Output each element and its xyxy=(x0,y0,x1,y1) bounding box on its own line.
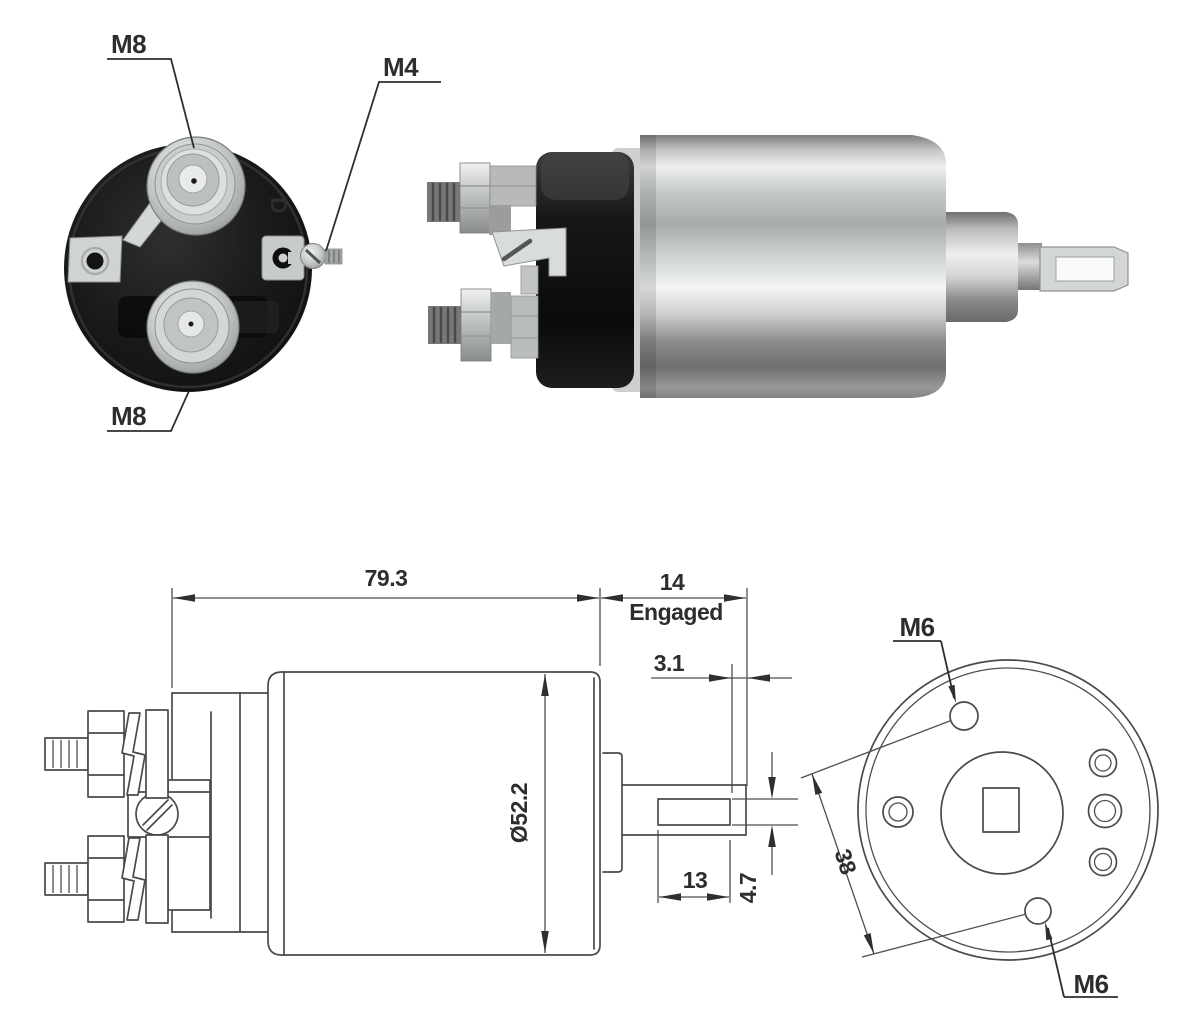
dim-3-1: 3.1 xyxy=(651,650,792,793)
flange-inner-circle xyxy=(865,667,1151,953)
dim-slot-length: 13 xyxy=(683,867,708,893)
drawn-body-outline xyxy=(267,671,601,956)
terminal-m4 xyxy=(261,235,343,281)
dim-tip-gap: 3.1 xyxy=(654,650,685,676)
leader-m4 xyxy=(325,81,441,252)
flange-outer-circle xyxy=(857,659,1159,961)
label-m6-bottom: M6 xyxy=(1073,969,1108,999)
terminal-stud-top xyxy=(146,136,246,236)
front-view-photo: D xyxy=(64,136,343,392)
leader-m8-top xyxy=(107,58,195,149)
m6-hole-bottom xyxy=(1024,897,1052,925)
contact-block xyxy=(231,301,279,333)
dim-total-length: 79.3 xyxy=(365,565,408,591)
dim-slot-height: 4.7 xyxy=(735,873,761,903)
drawn-screw xyxy=(127,791,211,838)
cap-housing xyxy=(536,152,634,388)
callout-m6-top: M6 xyxy=(893,612,956,703)
dim-38: 38 xyxy=(800,719,1026,958)
dim-body-diameter: Ø52.2 xyxy=(506,783,532,843)
boss-cylinder xyxy=(946,212,1018,322)
photo-stud-top xyxy=(427,162,537,235)
dim-diameter: Ø52.2 xyxy=(506,674,549,953)
chrome-cylinder xyxy=(640,135,946,398)
callout-m6-bottom: M6 xyxy=(1045,922,1118,999)
dim-4-7: 4.7 xyxy=(732,752,798,903)
dim-engaged-word: Engaged xyxy=(629,599,723,625)
label-m8-bottom: M8 xyxy=(111,401,146,431)
drawn-slot xyxy=(657,798,731,826)
drawn-stud-bottom xyxy=(44,834,169,924)
pilot-circle xyxy=(940,751,1064,875)
dim-hole-spacing: 38 xyxy=(829,846,862,878)
label-m4: M4 xyxy=(383,52,419,82)
dim-13: 13 xyxy=(657,830,731,903)
dimension-drawing-side-view: 79.3 14 Engaged 3.1 Ø52.2 xyxy=(44,565,798,956)
terminal-holes xyxy=(882,748,1123,877)
cylinder-shadow xyxy=(640,135,656,398)
drawn-stud-top xyxy=(44,709,169,799)
dim-14-engaged: 14 Engaged xyxy=(601,569,748,786)
dim-engaged-length: 14 xyxy=(660,569,685,595)
front-view-labels: M8 M4 M8 xyxy=(107,29,441,432)
drawn-plunger xyxy=(602,752,747,873)
cap-highlight xyxy=(541,152,629,200)
clevis-hole xyxy=(1055,256,1115,282)
m6-hole-top xyxy=(949,701,979,731)
photo-stud-bottom xyxy=(428,288,539,362)
square-hole xyxy=(982,787,1020,833)
molded-letter: D xyxy=(266,197,292,213)
label-m8-top: M8 xyxy=(111,29,146,59)
photo-bracket xyxy=(491,227,567,295)
dim-79-3: 79.3 xyxy=(171,565,601,688)
dimension-drawing-end-view: M6 M6 38 xyxy=(800,612,1159,999)
terminal-stud-bottom xyxy=(146,280,240,374)
label-m6-top: M6 xyxy=(899,612,934,642)
plunger-rod xyxy=(1018,243,1042,290)
leader-m8-bottom xyxy=(107,390,190,432)
side-view-photo xyxy=(427,135,1129,398)
